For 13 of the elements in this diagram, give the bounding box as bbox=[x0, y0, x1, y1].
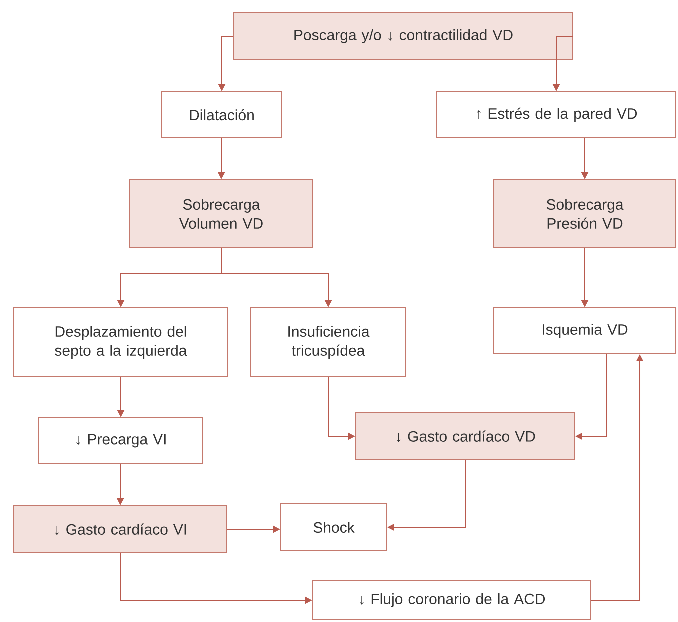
highlighted-box: ↓ Gasto cardíaco VI bbox=[14, 506, 228, 554]
process-box: Shock bbox=[280, 504, 388, 552]
process-box: ↓ Flujo coronario de la ACD bbox=[312, 580, 592, 620]
highlighted-box: ↓ Gasto cardíaco VD bbox=[356, 412, 576, 460]
process-box: ↑ Estrés de la pared VD bbox=[436, 92, 676, 138]
process-box: Dilatación bbox=[162, 92, 282, 138]
process-box: Insuficiencia tricuspídea bbox=[250, 308, 406, 378]
process-box: Isquemia VD bbox=[494, 308, 676, 354]
highlighted-box: Sobrecarga Presión VD bbox=[494, 180, 676, 248]
process-box: Desplazamiento del septo a la izquierda bbox=[14, 308, 228, 378]
highlighted-box: Poscarga y/o ↓ contractilidad VD bbox=[234, 12, 574, 60]
highlighted-box: Sobrecarga Volumen VD bbox=[130, 180, 314, 248]
process-box: ↓ Precarga VI bbox=[38, 418, 204, 464]
